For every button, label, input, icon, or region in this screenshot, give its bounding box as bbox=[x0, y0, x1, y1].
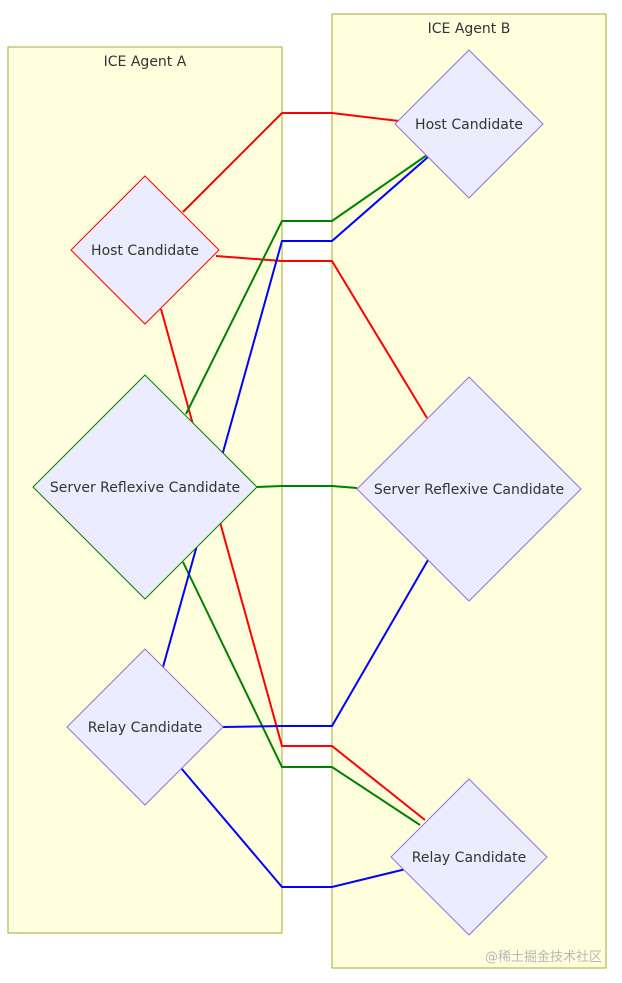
node-a-host-shape bbox=[70, 175, 220, 325]
node-a-host-label: Host Candidate bbox=[91, 243, 199, 259]
node-b-host-label: Host Candidate bbox=[415, 117, 523, 133]
agent-b-title: ICE Agent B bbox=[428, 21, 511, 37]
node-a-srflx-label: Server Reflexive Candidate bbox=[50, 480, 240, 496]
edge-a-srflx-to-b-relay bbox=[182, 561, 421, 826]
node-b-relay-label: Relay Candidate bbox=[412, 850, 527, 866]
node-a-srflx-shape bbox=[32, 374, 258, 600]
node-a-host: Host Candidate bbox=[70, 175, 220, 325]
node-a-srflx: Server Reflexive Candidate bbox=[32, 374, 258, 600]
edge-a-host-to-b-host bbox=[182, 112, 400, 213]
node-b-srflx-label: Server Reflexive Candidate bbox=[374, 482, 564, 498]
edge-a-host-to-b-relay bbox=[160, 308, 426, 821]
edge-a-srflx-to-b-host bbox=[185, 154, 428, 415]
edge-a-host-to-b-srflx bbox=[215, 255, 428, 419]
node-a-relay-label: Relay Candidate bbox=[88, 720, 203, 736]
node-b-host: Host Candidate bbox=[394, 49, 544, 199]
edge-a-relay-to-b-relay bbox=[180, 767, 407, 888]
node-b-srflx: Server Reflexive Candidate bbox=[356, 376, 582, 602]
node-b-relay-shape bbox=[390, 778, 548, 936]
watermark-text: @稀土掘金技术社区 bbox=[484, 950, 602, 965]
node-a-relay: Relay Candidate bbox=[66, 648, 224, 806]
node-b-relay: Relay Candidate bbox=[390, 778, 548, 936]
edge-a-srflx-to-b-srflx bbox=[256, 485, 358, 489]
node-b-srflx-shape bbox=[356, 376, 582, 602]
node-a-relay-shape bbox=[66, 648, 224, 806]
agent-a-title: ICE Agent A bbox=[104, 54, 187, 70]
node-b-host-shape bbox=[394, 49, 544, 199]
edge-a-relay-to-b-srflx bbox=[222, 559, 429, 728]
